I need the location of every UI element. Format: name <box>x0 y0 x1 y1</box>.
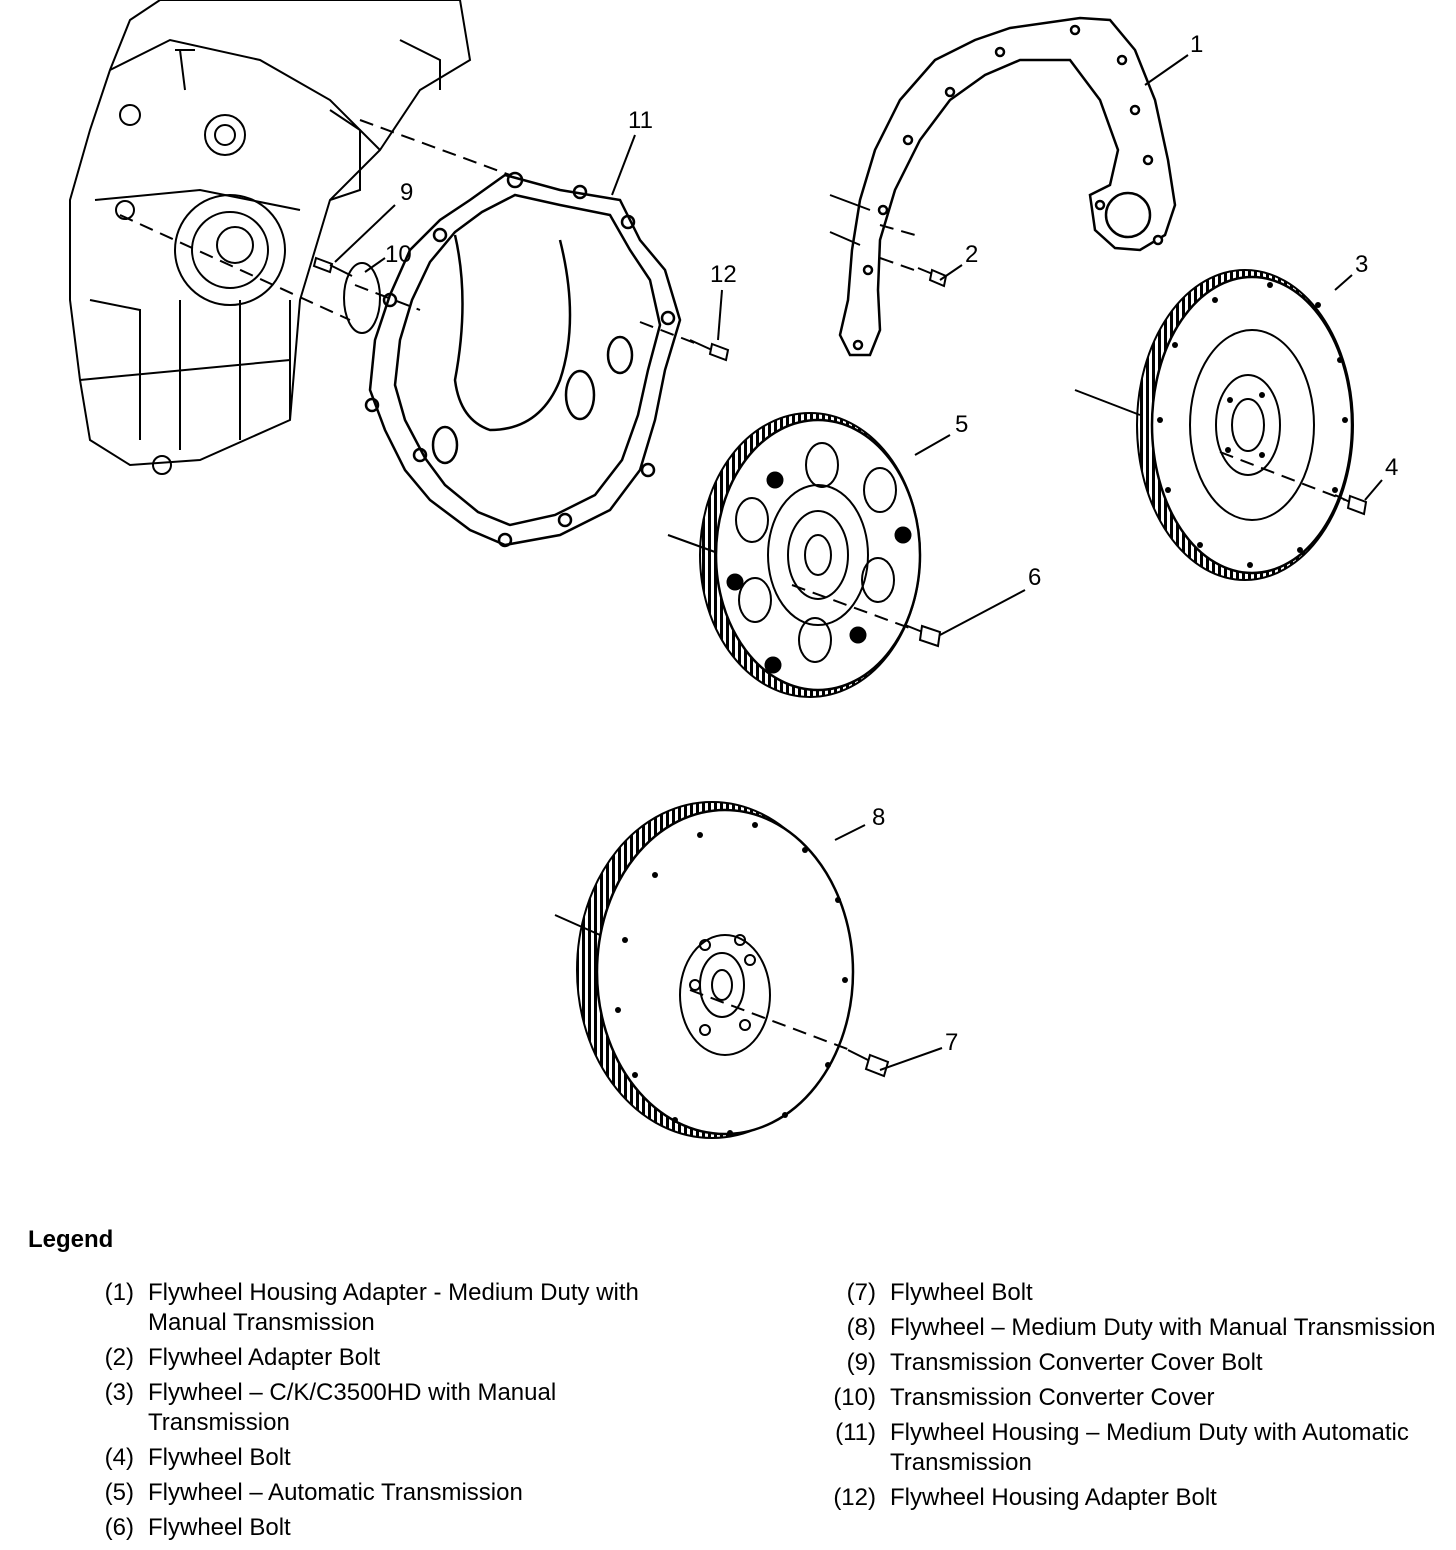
legend-item: (7) Flywheel Bolt <box>822 1278 1442 1308</box>
legend-column-right: (7) Flywheel Bolt (8) Flywheel – Medium … <box>822 1278 1442 1518</box>
legend-item-number: (1) <box>104 1279 134 1306</box>
adapter-bolt <box>917 267 948 288</box>
legend-item-number: (9) <box>846 1349 876 1376</box>
callout-8: 8 <box>872 804 885 831</box>
callout-6: 6 <box>1028 564 1041 591</box>
flywheel-housing-adapter <box>838 16 1177 357</box>
flywheel-housing <box>364 171 682 548</box>
flywheel-bolt-7 <box>847 1049 890 1078</box>
legend-item: (10) Transmission Converter Cover <box>822 1383 1442 1413</box>
callout-11: 11 <box>628 107 653 134</box>
legend-item: (9) Transmission Converter Cover Bolt <box>822 1348 1442 1378</box>
legend-item-text: Flywheel Housing Adapter Bolt <box>890 1484 1217 1511</box>
transmission-converter-cover <box>343 262 381 334</box>
legend-item-number: (10) <box>833 1384 876 1411</box>
flywheel-3500hd <box>1136 269 1354 581</box>
legend-item-number: (4) <box>104 1444 134 1471</box>
legend-item-number: (12) <box>833 1484 876 1511</box>
housing-adapter-bolt <box>689 339 730 362</box>
legend-item-text: Flywheel Bolt <box>890 1279 1033 1306</box>
callout-12: 12 <box>710 261 737 288</box>
legend-item-number: (5) <box>104 1479 134 1506</box>
callout-2: 2 <box>965 241 978 268</box>
callout-5: 5 <box>955 411 968 438</box>
legend-item: (8) Flywheel – Medium Duty with Manual T… <box>822 1313 1442 1343</box>
legend-item-number: (2) <box>104 1344 134 1371</box>
legend-item-text: Flywheel Adapter Bolt <box>148 1344 381 1371</box>
legend-item-text: Flywheel Housing Adapter - Medium Duty w… <box>148 1279 639 1336</box>
legend-item-text: Flywheel – C/K/C3500HD with Manual Trans… <box>148 1379 557 1436</box>
callout-4: 4 <box>1385 454 1398 481</box>
legend-item-text: Transmission Converter Cover Bolt <box>890 1349 1263 1376</box>
legend-item: (3) Flywheel – C/K/C3500HD with Manual T… <box>80 1378 700 1438</box>
flywheel-medium-duty <box>576 801 855 1139</box>
callout-9: 9 <box>400 179 413 206</box>
callout-1: 1 <box>1190 31 1203 58</box>
legend-item: (4) Flywheel Bolt <box>80 1443 700 1473</box>
legend-item-text: Flywheel – Automatic Transmission <box>148 1479 523 1506</box>
legend-item-number: (6) <box>104 1514 134 1541</box>
alignment-lines <box>119 119 1346 1051</box>
flywheel-bolt-6 <box>904 624 942 648</box>
engine-block <box>69 0 472 475</box>
flywheel-automatic <box>699 412 922 698</box>
leader-lines <box>334 54 1383 1071</box>
legend-title: Legend <box>28 1226 114 1253</box>
callout-10: 10 <box>385 241 412 268</box>
legend-item: (11) Flywheel Housing – Medium Duty with… <box>822 1418 1442 1478</box>
legend-item: (12) Flywheel Housing Adapter Bolt <box>822 1483 1442 1513</box>
legend-item-number: (3) <box>104 1379 134 1406</box>
legend-item-text: Flywheel Bolt <box>148 1444 291 1471</box>
callout-3: 3 <box>1355 251 1368 278</box>
legend-item-number: (7) <box>846 1279 876 1306</box>
legend-item: (1) Flywheel Housing Adapter - Medium Du… <box>80 1278 700 1338</box>
legend-item: (2) Flywheel Adapter Bolt <box>80 1343 700 1373</box>
callout-7: 7 <box>945 1029 958 1056</box>
converter-cover-bolt <box>312 256 353 277</box>
legend-item-text: Flywheel – Medium Duty with Manual Trans… <box>890 1314 1436 1341</box>
legend-item: (5) Flywheel – Automatic Transmission <box>80 1478 700 1508</box>
legend-item-text: Flywheel Housing – Medium Duty with Auto… <box>890 1419 1409 1476</box>
exploded-view-diagram: 1 2 3 4 5 6 7 8 9 10 11 12 <box>69 0 1398 1139</box>
legend-item-number: (11) <box>835 1419 876 1446</box>
legend-column-left: (1) Flywheel Housing Adapter - Medium Du… <box>80 1278 700 1548</box>
legend-item-text: Transmission Converter Cover <box>890 1384 1215 1411</box>
flywheel-bolt-4 <box>1334 494 1368 516</box>
legend-item-text: Flywheel Bolt <box>148 1514 291 1541</box>
legend-item-number: (8) <box>846 1314 876 1341</box>
legend-item: (6) Flywheel Bolt <box>80 1513 700 1543</box>
